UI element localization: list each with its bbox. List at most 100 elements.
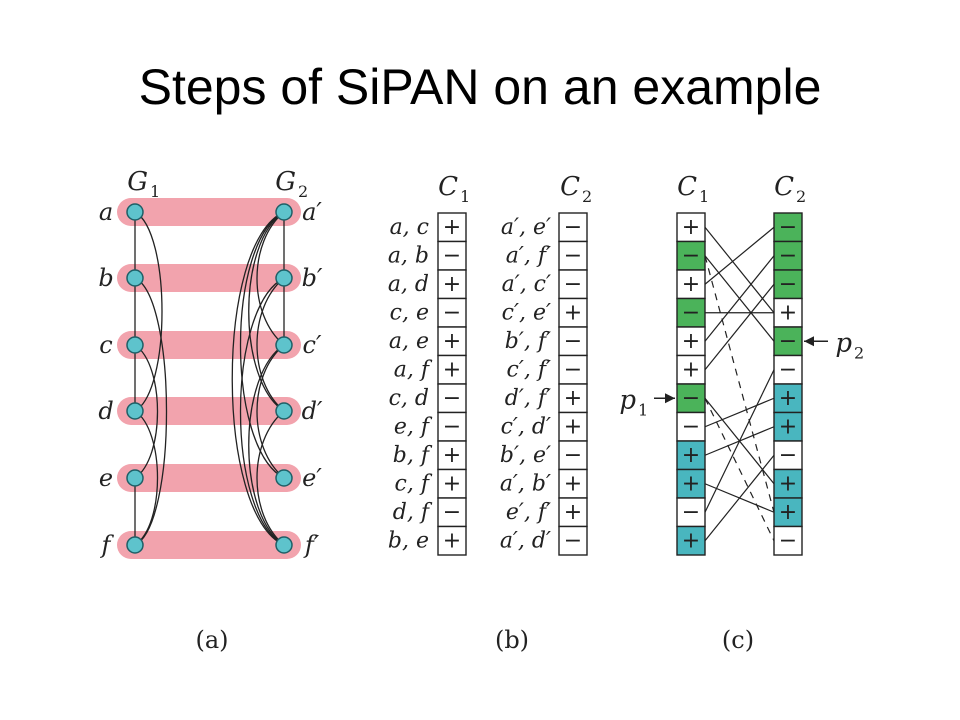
b-c2-pair: e′, f′ (506, 500, 551, 525)
c-c1-sign: + (682, 272, 700, 297)
b-c1-cell (437, 212, 467, 243)
c-c2-label-main: C (774, 172, 794, 202)
b-c1-cell (437, 269, 467, 300)
g2-node (275, 336, 293, 354)
c-c1-sign: − (682, 386, 700, 411)
match-band (117, 397, 301, 425)
g1-label-sub: 1 (150, 182, 160, 201)
g2-node-label: a′ (302, 198, 322, 226)
b-c2-pair: a′, c′ (502, 272, 551, 297)
p2-label-main: p (835, 328, 852, 358)
panel-b-caption: (b) (495, 626, 529, 654)
b-c2-pair: c′, d′ (501, 415, 551, 440)
c-c1-sign: + (682, 215, 700, 240)
p1-arrow-head (665, 393, 675, 404)
c-link (704, 454, 775, 542)
b-c1-sign: + (443, 215, 461, 240)
b-c1-pair: d, f (393, 500, 433, 525)
b-c1-sign: − (443, 415, 461, 440)
c-c1-sign: + (682, 358, 700, 383)
b-c2-label-sub: 2 (582, 187, 592, 206)
g2-edge (239, 277, 285, 546)
b-c2-sign: + (564, 415, 582, 440)
b-c2-sign: − (564, 272, 582, 297)
c-c2-cell (773, 497, 803, 528)
b-c2-label-main: C (560, 172, 580, 202)
b-c1-pair: a, e (389, 329, 429, 354)
c-c2-sign: − (779, 329, 797, 354)
b-c1-pair: a, d (388, 272, 429, 297)
g2-node-label: f′ (303, 531, 320, 559)
c-c1-cell (676, 383, 706, 414)
b-c2-cell (558, 297, 588, 328)
b-c1-sign: + (443, 443, 461, 468)
c-link (704, 255, 775, 513)
g1-node-label: b (98, 264, 113, 292)
b-c1-pair: c, e (390, 301, 429, 326)
c-c2-cell (773, 354, 803, 385)
g2-node (275, 469, 293, 487)
b-c1-cell (437, 525, 467, 556)
b-c2-cell (558, 411, 588, 442)
g1-node (126, 469, 144, 487)
c-c2-sign: + (779, 301, 797, 326)
b-c2-sign: − (564, 358, 582, 383)
b-c1-sign: + (443, 529, 461, 554)
b-c2-pair: a′, b′ (500, 472, 551, 497)
c-link (704, 397, 775, 542)
c-c1-sign: − (682, 500, 700, 525)
c-c2-cell (773, 240, 803, 271)
b-c2-sign: + (564, 301, 582, 326)
b-c1-cell (437, 440, 467, 471)
c-c1-cell (676, 297, 706, 328)
g2-node-label: c′ (303, 331, 322, 359)
c-link (704, 369, 775, 513)
g2-label-sub: 2 (298, 182, 308, 201)
c-c2-sign: − (779, 443, 797, 468)
b-c2-pair: a′, e′ (501, 215, 551, 240)
b-c2-pair: b′, e′ (500, 443, 551, 468)
c-c1-cell (676, 326, 706, 357)
g1-node-label: e (99, 464, 113, 492)
c-c1-cell (676, 240, 706, 271)
b-c1-label-sub: 1 (460, 187, 470, 206)
b-c1-cell (437, 240, 467, 271)
b-c1-sign: + (443, 329, 461, 354)
c-c2-cell (773, 468, 803, 499)
match-band (117, 531, 301, 559)
c-c1-sign: − (682, 244, 700, 269)
b-c2-cell (558, 354, 588, 385)
g2-edge (256, 211, 285, 346)
c-link (704, 226, 775, 314)
c-c2-cell (773, 383, 803, 414)
b-c1-sign: − (443, 500, 461, 525)
p2-arrow-head (804, 336, 814, 347)
c-c2-sign: − (779, 272, 797, 297)
b-c1-pair: b, f (393, 443, 433, 468)
b-c1-pair: a, b (388, 244, 429, 269)
g2-edge (256, 410, 285, 546)
g2-label-main: G (275, 167, 296, 197)
c-c2-sign: − (779, 244, 797, 269)
p1-label-sub: 1 (638, 400, 648, 419)
c-c2-cell (773, 411, 803, 442)
c-c1-cell (676, 440, 706, 471)
g1-node-label: c (99, 331, 112, 359)
panel-c-caption: (c) (722, 626, 754, 654)
b-c2-cell (558, 212, 588, 243)
g2-edge (231, 211, 285, 546)
b-c1-sign: + (443, 472, 461, 497)
c-c2-sign: − (779, 358, 797, 383)
g2-node (275, 203, 293, 221)
b-c2-sign: + (564, 472, 582, 497)
g2-node-label: b′ (302, 264, 323, 292)
